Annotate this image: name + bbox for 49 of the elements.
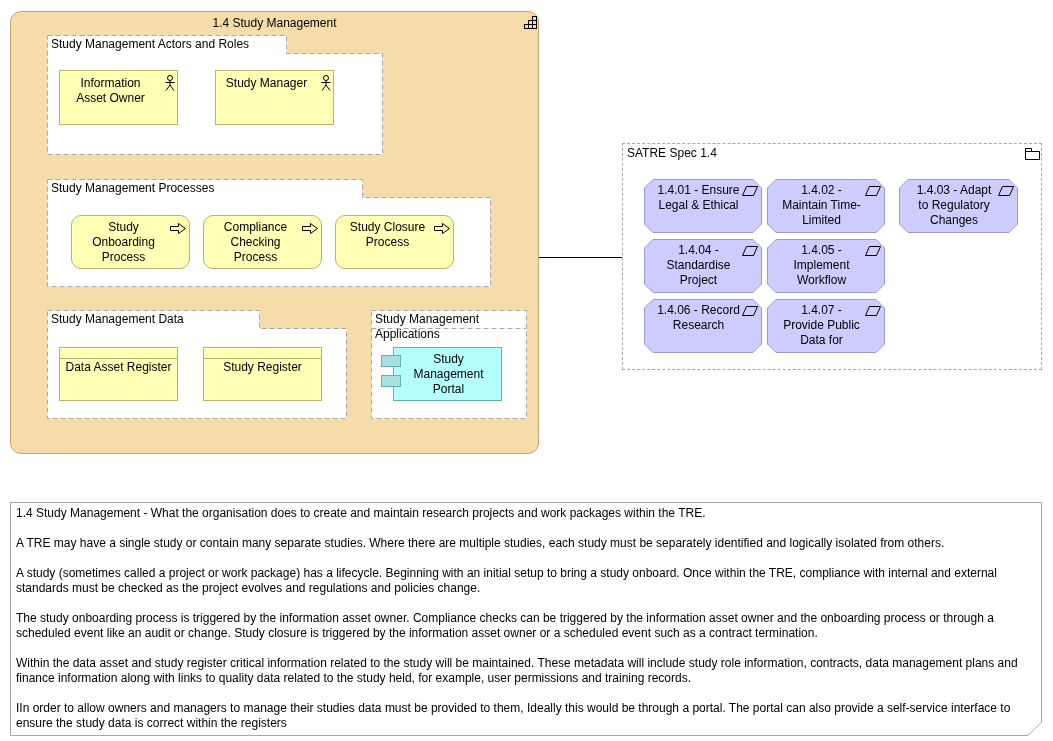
node-label: Study Closure Process [348, 220, 427, 250]
process-box [335, 215, 454, 269]
group-label: Study Management Actors and Roles [51, 37, 251, 52]
requirement-box [644, 239, 762, 293]
node-label: 1.4.07 - Provide Public Data for [782, 303, 861, 348]
group-frame [47, 310, 347, 419]
note-paragraph: Within the data asset and study register critical information related to the study will be maintained. These metadata will include study role information, contracts, data management plans and finance information along with links to quality data related to the study held, for example, user permissions and training records. [16, 656, 1019, 686]
group-title: 1.4 Study Management [211, 16, 338, 31]
node-label: Study Register [222, 360, 303, 375]
group-frame [371, 310, 527, 419]
actor-box [59, 70, 178, 125]
node-label: 1.4.03 - Adapt to Regulatory Changes [915, 183, 993, 228]
node-label: 1.4.05 - Implement Workflow [792, 243, 851, 288]
process-box [71, 215, 190, 269]
requirement-box [899, 179, 1018, 233]
node-label: Compliance Checking Process [222, 220, 289, 265]
note-paragraph: IIn order to allow owners and managers to manage their studies data must be provided to them, Ideally this would be through a portal. The portal can also provide a self-service interface to ensure the study data is correct within the registers [16, 701, 1012, 731]
data-object-box [203, 347, 322, 401]
note-paragraph: 1.4 Study Management - What the organisation does to create and maintain research projects and work packages within the TRE. [16, 506, 707, 521]
node-label: Study Manager [224, 76, 309, 91]
requirement-box [644, 299, 762, 353]
node-label: Data Asset Register [64, 360, 173, 375]
process-box [203, 215, 322, 269]
node-label: Study Management Portal [412, 352, 485, 397]
node-label: 1.4.02 - Maintain Time-Limited [781, 183, 862, 228]
node-label: 1.4.01 - Ensure Legal & Ethical [657, 183, 740, 213]
capability-panel [10, 11, 539, 454]
group-frame [47, 179, 491, 287]
group-label: SATRE Spec 1.4 [627, 146, 717, 161]
note-paragraph: A study (sometimes called a project or work package) has a lifecycle. Beginning with an initial setup to bring a study onboard. Once within the TRE, compliance with internal and external standards must be checked as the project evolves and regulations and policies change. [16, 566, 998, 596]
requirement-box [767, 179, 885, 233]
data-object-box [59, 347, 178, 401]
group-frame [622, 143, 1042, 370]
connector-line [538, 257, 623, 258]
group-label: Study Management Applications [375, 312, 481, 342]
note-paragraph: The study onboarding process is triggered by the information asset owner. Compliance checks can be triggered by the information asset owner and the onboarding process or through a scheduled event like an audit or change. Study closure is triggered by the information asset owner or a scheduled event such as a contract termination. [16, 611, 995, 641]
node-label: Information Asset Owner [75, 76, 146, 106]
requirement-box [767, 299, 885, 353]
actor-box [215, 70, 334, 125]
group-frame [47, 35, 383, 155]
node-label: 1.4.04 - Standardise Project [665, 243, 732, 288]
group-label: Study Management Data [51, 312, 185, 327]
note-box [10, 502, 1042, 736]
node-label: Study Onboarding Process [91, 220, 156, 265]
requirement-box [767, 239, 885, 293]
node-label: 1.4.06 - Record Research [657, 303, 740, 333]
requirement-box [644, 179, 762, 233]
note-paragraph: A TRE may have a single study or contain many separate studies. Where there are multiple studies, each study must be separately identified and logically isolated from others. [16, 536, 946, 551]
group-label: Study Management Processes [51, 181, 216, 196]
